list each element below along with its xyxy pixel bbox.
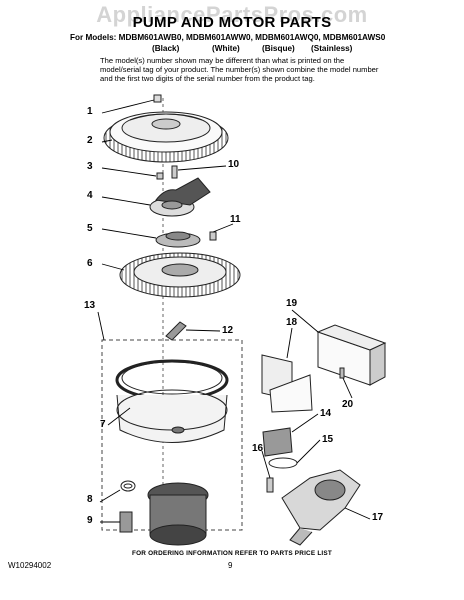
callout-20: 20 [342,399,354,410]
callout-11: 11 [230,214,241,225]
callout-16: 16 [252,443,264,454]
part-4-housing [149,177,211,217]
callout-7: 7 [100,419,106,430]
callout-10: 10 [228,159,240,170]
part-19-cover [316,324,387,386]
part-17-drain-pump [281,469,361,546]
part-2-fan-cover [103,111,229,163]
callout-9: 9 [87,515,93,526]
part-11-screw [209,231,217,241]
callout-19: 19 [286,298,298,309]
callout-15: 15 [322,434,334,445]
callout-14: 14 [320,408,332,419]
color-stainless: (Stainless) [311,44,353,53]
part-18-bracket [261,354,313,413]
model-note: The model(s) number shown may be differe… [100,56,379,83]
callout-3: 3 [87,161,93,172]
part-1-screw [153,94,162,103]
models-line: For Models: MDBM601AWB0, MDBM601AWW0, MD… [70,33,386,42]
part-7-sump [115,359,229,443]
part-20-screw [339,367,345,379]
leader-lines [97,99,371,523]
color-black: (Black) [152,44,180,53]
part-10-screw [171,165,178,179]
callout-2: 2 [87,135,93,146]
part-3-screw [156,172,164,180]
callout-8: 8 [87,494,93,505]
part-6-gear-plate [119,252,241,298]
page-title: PUMP AND MOTOR PARTS [132,14,332,31]
document-number: W10294002 [8,561,52,570]
callout-4: 4 [87,190,93,201]
part-16-clip [266,477,274,493]
pump-motor [147,482,209,546]
callout-12: 12 [222,325,234,336]
color-bisque: (Bisque) [262,44,295,53]
part-12-gasket [165,321,187,341]
callout-18: 18 [286,317,298,328]
callout-5: 5 [87,223,93,234]
callout-13: 13 [84,300,96,311]
ordering-footer: FOR ORDERING INFORMATION REFER TO PARTS … [132,550,332,557]
callout-6: 6 [87,258,93,269]
part-9-valve [119,511,133,533]
part-13-assembly-bracket [101,339,243,531]
part-15-gasket [268,457,298,469]
part-8-seal [120,480,136,492]
part-5-impeller [155,231,201,248]
watermark: AppliancePartsPros.com [96,2,368,27]
callout-1: 1 [87,106,93,117]
page-number: 9 [228,561,233,570]
part-14-filter [262,427,293,457]
callout-17: 17 [372,512,384,523]
color-white: (White) [212,44,240,53]
